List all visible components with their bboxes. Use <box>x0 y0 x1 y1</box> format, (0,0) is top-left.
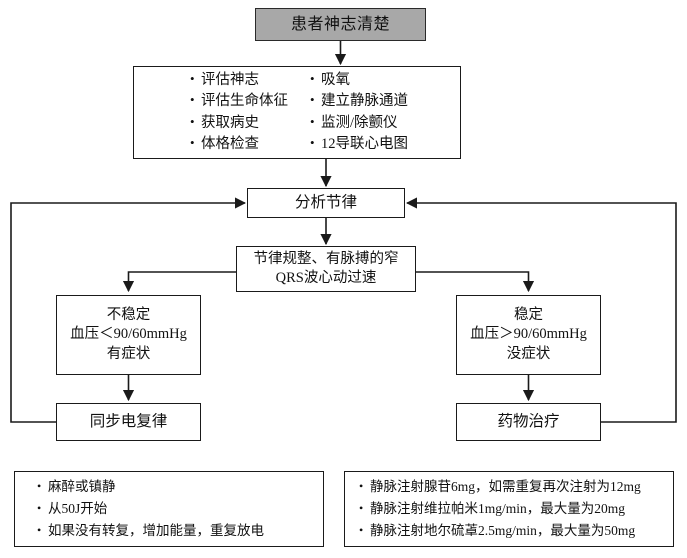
assessment-item: • 体格检查 <box>190 134 292 155</box>
note-drug-details: • 静脉注射腺苷6mg，如需重复再次注射为12mg • 静脉注射维拉帕米1mg/mi… <box>344 471 674 547</box>
node-drug-therapy: 药物治疗 <box>456 403 601 441</box>
node-initial-assessment: • 评估神志 • 评估生命体征 • 获取病史 • 体格检查 • 吸氧 • 建立静脉通道 • 监… <box>133 66 461 159</box>
node-narrow-qrs-tachycardia: 节律规整、有脉搏的窄 QRS波心动过速 <box>236 246 416 292</box>
connector-qrs-to-unstable <box>122 271 236 293</box>
note-item: • 静脉注射地尔硫䓬2.5mg/min，最大量为50mg <box>359 520 673 542</box>
note-item-label: 静脉注射维拉帕米1mg/min，最大量为20mg <box>370 501 626 517</box>
node-patient-conscious: 患者神志清楚 <box>255 8 426 41</box>
node-stable-line3: 没症状 <box>506 345 551 362</box>
bullet-icon: • <box>310 134 315 150</box>
node-unstable-line1: 不稳定 <box>106 307 151 324</box>
assessment-item-label: 评估神志 <box>201 72 259 89</box>
note-item-label: 如果没有转复，增加能量，重复放电 <box>48 522 264 538</box>
bullet-icon: • <box>310 113 315 129</box>
assessment-item-label: 获取病史 <box>201 114 259 131</box>
assessment-item-label: 吸氧 <box>321 72 350 89</box>
assessment-item: • 评估生命体征 <box>190 91 292 112</box>
note-item: • 如果没有转复，增加能量，重复放电 <box>37 520 323 542</box>
bullet-icon: • <box>190 134 195 150</box>
bullet-icon: • <box>37 479 42 494</box>
note-item-label: 静脉注射腺苷6mg，如需重复再次注射为12mg <box>370 479 641 495</box>
node-unstable-line2: 血压＜90/60mmHg <box>70 326 187 343</box>
assessment-item: • 监测/除颤仪 <box>310 113 442 134</box>
bullet-icon: • <box>37 522 42 537</box>
assessment-item-label: 建立静脉通道 <box>321 93 408 110</box>
note-item: • 静脉注射维拉帕米1mg/min，最大量为20mg <box>359 498 673 520</box>
assessment-item-label: 体格检查 <box>201 135 259 152</box>
node-narrow-qrs-line1: 节律规整、有脉搏的窄 <box>253 250 399 267</box>
assessment-right-column: • 吸氧 • 建立静脉通道 • 监测/除颤仪 • 12导联心电图 <box>292 70 442 154</box>
bullet-icon: • <box>37 501 42 516</box>
note-cardioversion-details: • 麻醉或镇静 • 从50J开始 • 如果没有转复，增加能量，重复放电 <box>14 471 324 547</box>
node-analyze-rhythm: 分析节律 <box>247 188 405 218</box>
node-patient-conscious-label: 患者神志清楚 <box>290 15 390 33</box>
assessment-left-column: • 评估神志 • 评估生命体征 • 获取病史 • 体格检查 <box>152 70 292 154</box>
note-item: • 静脉注射腺苷6mg，如需重复再次注射为12mg <box>359 476 673 498</box>
bullet-icon: • <box>359 522 364 537</box>
note-item-label: 从50J开始 <box>48 501 108 517</box>
bullet-icon: • <box>359 501 364 516</box>
assessment-item: • 建立静脉通道 <box>310 91 442 112</box>
assessment-item-label: 监测/除颤仪 <box>321 114 398 131</box>
connector-qrs-to-stable <box>416 271 535 293</box>
bullet-icon: • <box>310 71 315 87</box>
node-synchronized-cardioversion: 同步电复律 <box>56 403 201 441</box>
node-unstable: 不稳定 血压＜90/60mmHg 有症状 <box>56 295 201 375</box>
note-item: • 从50J开始 <box>37 498 323 520</box>
assessment-item: • 评估神志 <box>190 70 292 91</box>
bullet-icon: • <box>359 479 364 494</box>
bullet-icon: • <box>310 92 315 108</box>
assessment-item-label: 12导联心电图 <box>321 135 408 152</box>
assessment-item: • 获取病史 <box>190 113 292 134</box>
note-item-label: 麻醉或镇静 <box>48 479 116 495</box>
node-drug-therapy-label: 药物治疗 <box>497 412 560 430</box>
node-stable-line1: 稳定 <box>514 307 543 324</box>
node-stable: 稳定 血压＞90/60mmHg 没症状 <box>456 295 601 375</box>
note-item: • 麻醉或镇静 <box>37 476 323 498</box>
node-synchronized-cardioversion-label: 同步电复律 <box>89 412 168 430</box>
assessment-item: • 吸氧 <box>310 70 442 91</box>
bullet-icon: • <box>190 92 195 108</box>
node-analyze-rhythm-label: 分析节律 <box>294 193 357 211</box>
node-stable-line2: 血压＞90/60mmHg <box>470 326 587 343</box>
node-narrow-qrs-line2: QRS波心动过速 <box>275 270 377 286</box>
assessment-item-label: 评估生命体征 <box>201 93 288 110</box>
node-unstable-line3: 有症状 <box>106 345 151 362</box>
note-item-label: 静脉注射地尔硫䓬2.5mg/min，最大量为50mg <box>370 522 636 538</box>
bullet-icon: • <box>190 71 195 87</box>
bullet-icon: • <box>190 113 195 129</box>
assessment-item: • 12导联心电图 <box>310 134 442 155</box>
